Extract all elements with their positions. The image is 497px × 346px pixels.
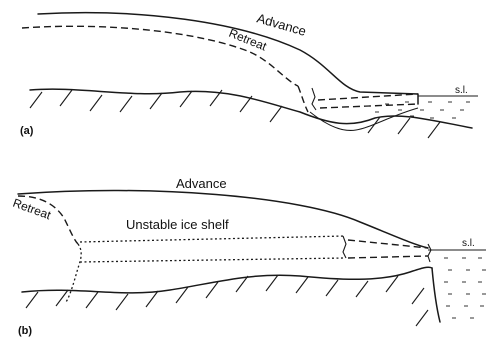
panel-b-ice-front: [428, 244, 431, 262]
panel-b-shelf-front: [343, 236, 346, 258]
panel-b-water: [444, 258, 486, 318]
panel-a-grounding-tick: [312, 88, 316, 110]
panel-a-retreat-front: [298, 86, 308, 112]
panel-b-shelf-label: Unstable ice shelf: [126, 217, 229, 232]
panel-b: Advance Retreat Unstable ice shelf s.l. …: [11, 176, 486, 337]
panel-b-sea-level-label: s.l.: [462, 238, 475, 249]
panel-b-ice-shelf: [80, 236, 345, 262]
panel-a-retreat-label: Retreat: [227, 26, 269, 54]
panel-a-label: (a): [20, 125, 34, 137]
panel-b-bed-slope: [432, 268, 440, 322]
panel-a-advance-label: Advance: [255, 10, 308, 38]
panel-b-bed: [22, 267, 432, 293]
panel-b-advance-label: Advance: [176, 176, 227, 191]
panel-a: Advance Retreat s.l. (a): [20, 10, 478, 138]
panel-a-ice-base: [310, 108, 418, 130]
panel-a-bed-hatching: [30, 90, 440, 138]
panel-a-bed: [30, 89, 472, 128]
panel-b-bed-hatching: [26, 275, 428, 326]
panel-a-sea-level-label: s.l.: [455, 85, 468, 96]
panel-b-retreat-front: [66, 244, 81, 302]
panel-b-ice-tongue: [348, 240, 428, 258]
panel-b-label: (b): [18, 325, 32, 337]
panel-b-retreat-label: Retreat: [11, 196, 53, 223]
